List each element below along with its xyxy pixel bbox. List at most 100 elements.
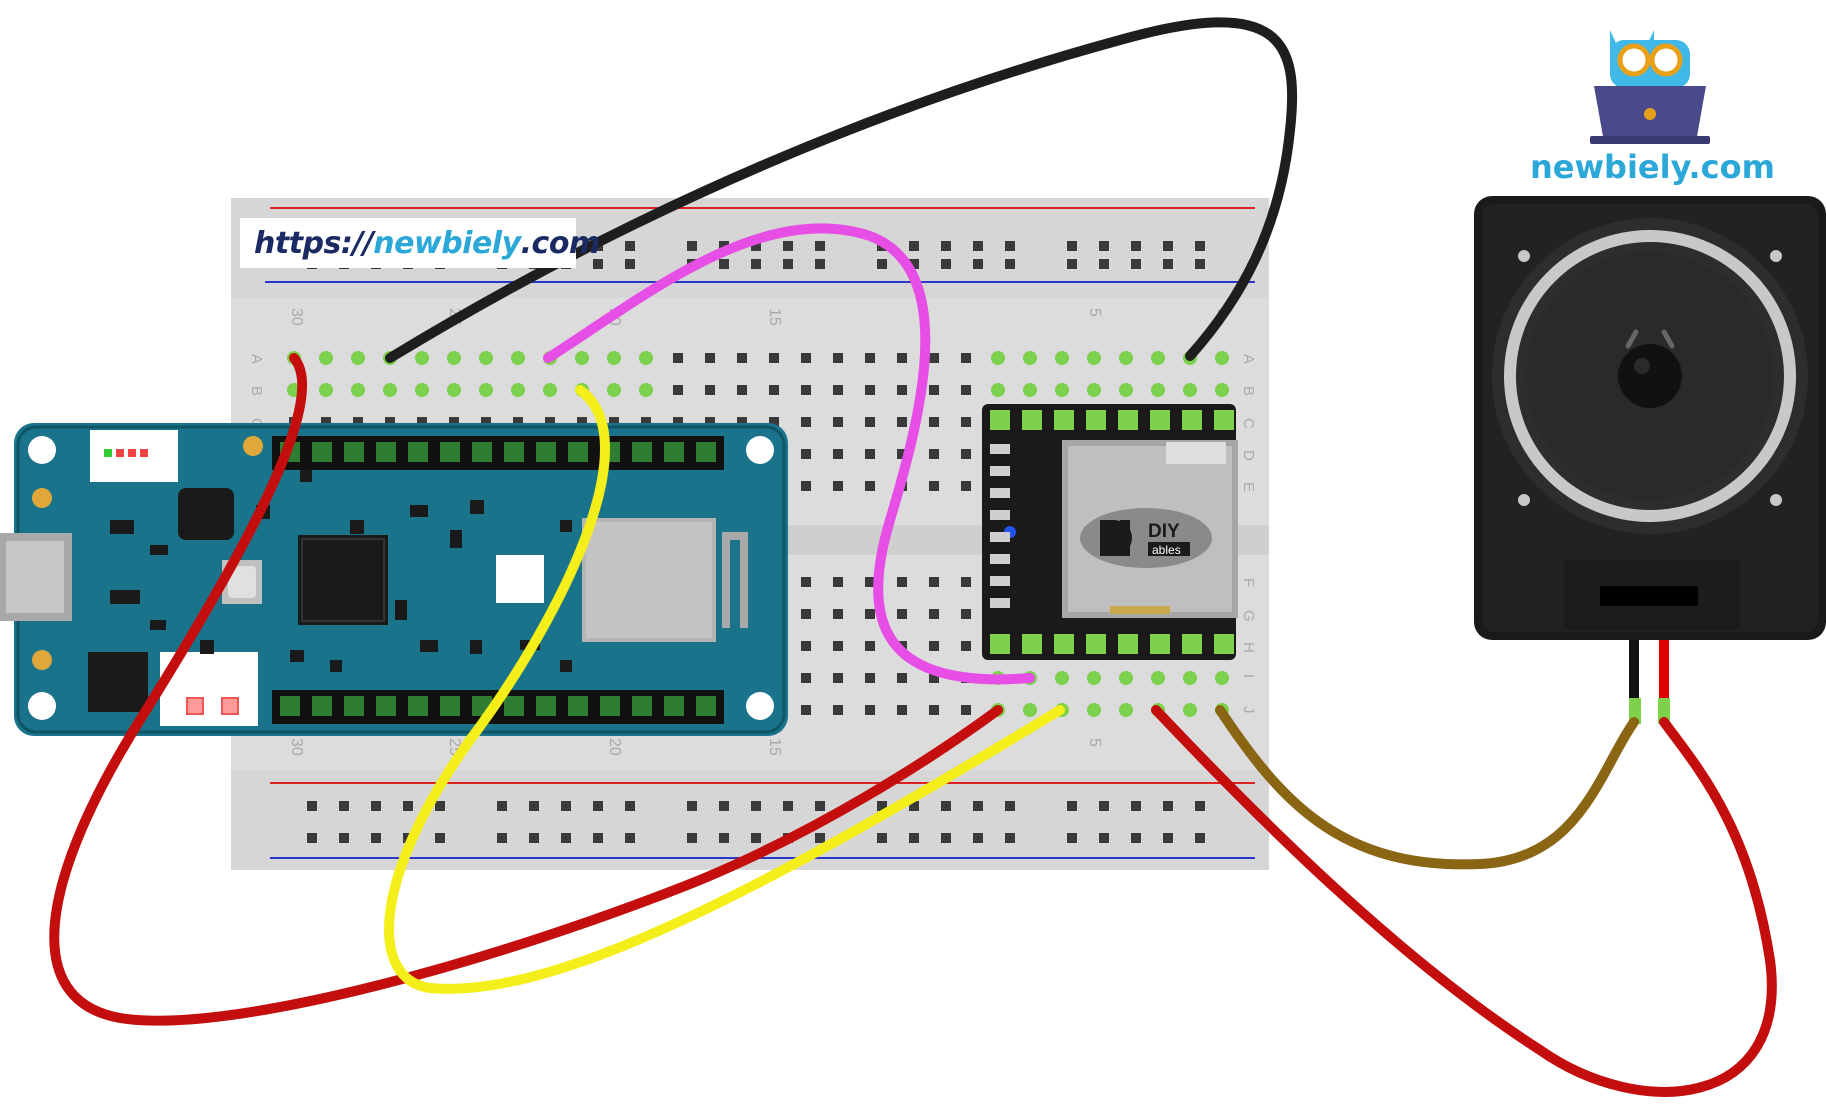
rail-hole: [687, 801, 697, 811]
rail-hole: [719, 833, 729, 843]
terminal-hole: [865, 353, 875, 363]
header-pin: [376, 442, 396, 462]
terminal-hole: [833, 417, 843, 427]
terminal-hole: [417, 417, 427, 427]
header-pin: [344, 442, 364, 462]
rail-hole: [1163, 259, 1173, 269]
terminal-hole: [865, 481, 875, 491]
terminal-hole: [481, 417, 491, 427]
connected-hole: [1023, 383, 1037, 397]
connected-hole: [1023, 703, 1037, 717]
diyables-logo-text-2: ables: [1152, 543, 1181, 557]
row-label-d-right: D: [1240, 450, 1257, 461]
mp3-module-icon: DIY ables: [982, 404, 1238, 660]
rail-hole: [371, 833, 381, 843]
arduino-board-icon: [0, 423, 788, 736]
terminal-hole: [801, 577, 811, 587]
row-label-i-right: I: [1240, 674, 1257, 678]
terminal-hole: [833, 385, 843, 395]
terminal-hole: [897, 705, 907, 715]
rail-hole: [339, 833, 349, 843]
terminal-hole: [929, 417, 939, 427]
connected-hole: [1055, 383, 1069, 397]
terminal-hole: [769, 385, 779, 395]
connected-hole: [607, 351, 621, 365]
rail-hole: [783, 801, 793, 811]
rail-hole: [751, 833, 761, 843]
rail-hole: [1067, 833, 1077, 843]
module-pin: [1054, 634, 1074, 654]
rail-hole: [877, 801, 887, 811]
connected-holes: [287, 351, 1229, 717]
col-label-30: 30: [288, 308, 305, 326]
terminal-hole: [897, 673, 907, 683]
terminal-hole: [865, 449, 875, 459]
module-smd: [990, 598, 1010, 608]
connected-hole: [1119, 671, 1133, 685]
rail-hole: [719, 241, 729, 251]
connected-hole: [575, 351, 589, 365]
rail-hole: [815, 833, 825, 843]
rail-hole: [1131, 241, 1141, 251]
terminal-hole: [961, 609, 971, 619]
rail-hole: [815, 259, 825, 269]
terminal-hole: [385, 417, 395, 427]
speaker-icon: [1474, 196, 1826, 724]
main-chip: [298, 535, 388, 625]
terminal-hole: [673, 353, 683, 363]
url-suffix: .com: [520, 225, 601, 261]
terminal-hole: [801, 609, 811, 619]
smd-part: [350, 520, 364, 534]
terminal-hole: [673, 385, 683, 395]
rail-hole: [1067, 801, 1077, 811]
owl-logo-icon: [1590, 30, 1710, 144]
terminal-hole: [577, 417, 587, 427]
header-pin: [664, 696, 684, 716]
terminal-hole: [961, 577, 971, 587]
connected-hole: [479, 351, 493, 365]
connected-hole: [639, 351, 653, 365]
terminal-hole: [609, 417, 619, 427]
rail-hole: [1099, 833, 1109, 843]
terminal-hole: [929, 705, 939, 715]
terminal-hole: [961, 353, 971, 363]
rail-hole: [877, 833, 887, 843]
rail-hole: [1195, 801, 1205, 811]
row-label-e-right: E: [1240, 482, 1257, 492]
smd-part: [470, 500, 484, 514]
terminal-hole: [833, 609, 843, 619]
rail-hole: [1005, 801, 1015, 811]
header-pin: [696, 442, 716, 462]
header-pin: [632, 442, 652, 462]
terminal-hole: [929, 673, 939, 683]
smd-part: [395, 600, 407, 620]
header-pin: [376, 696, 396, 716]
wire-brown: [1215, 705, 1639, 870]
col-label-bottom-15: 15: [766, 738, 783, 756]
connected-hole: [1151, 383, 1165, 397]
terminal-hole: [961, 417, 971, 427]
module-pin: [1214, 634, 1234, 654]
terminal-hole: [833, 577, 843, 587]
connected-hole: [1055, 351, 1069, 365]
module-pin: [1022, 634, 1042, 654]
rail-hole: [593, 801, 603, 811]
rail-hole: [1195, 259, 1205, 269]
rail-hole: [307, 833, 317, 843]
smd-part: [150, 545, 168, 555]
terminal-hole: [801, 673, 811, 683]
diyables-logo-text-1: DIY: [1148, 521, 1180, 542]
rail-hole: [497, 833, 507, 843]
smd-part: [450, 530, 462, 548]
connected-hole: [1215, 383, 1229, 397]
col-label-bottom-5: 5: [1086, 738, 1103, 747]
rail-hole: [1131, 801, 1141, 811]
rail-hole: [1099, 241, 1109, 251]
module-pin: [1182, 410, 1202, 430]
terminal-hole: [865, 641, 875, 651]
connected-hole: [1151, 351, 1165, 365]
rail-hole: [973, 259, 983, 269]
terminal-hole: [897, 385, 907, 395]
smd-part: [560, 660, 572, 672]
terminal-hole: [833, 353, 843, 363]
